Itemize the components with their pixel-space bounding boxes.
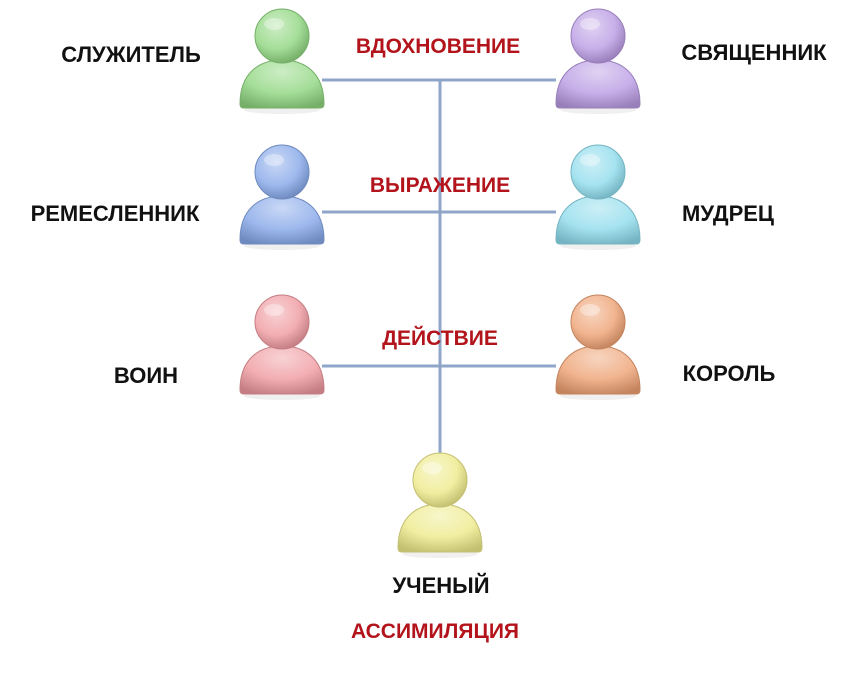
role-king-label: КОРОЛЬ (682, 361, 776, 386)
servant-person-icon (236, 4, 328, 114)
scholar-person-icon (394, 448, 486, 558)
role-scholar-label: УЧЕНЫЙ (392, 573, 490, 598)
stage-assimilation-label: АССИМИЛЯЦИЯ (350, 620, 520, 643)
role-warrior-label: ВОИН (113, 363, 179, 388)
role-sage-label: МУДРЕЦ (682, 201, 774, 226)
sage-person-icon (552, 140, 644, 250)
warrior-person-icon (236, 290, 328, 400)
role-servant-label: СЛУЖИТЕЛЬ (61, 42, 201, 67)
stage-inspiration-label: ВДОХНОВЕНИЕ (355, 35, 521, 58)
priest-person-icon (552, 4, 644, 114)
stage-expression-label: ВЫРАЖЕНИЕ (369, 174, 511, 197)
role-artisan-label: РЕМЕСЛЕННИК (30, 201, 200, 226)
role-priest-label: СВЯЩЕННИК (681, 40, 827, 65)
king-person-icon (552, 290, 644, 400)
stage-action-label: ДЕЙСТВИЕ (382, 327, 498, 350)
artisan-person-icon (236, 140, 328, 250)
